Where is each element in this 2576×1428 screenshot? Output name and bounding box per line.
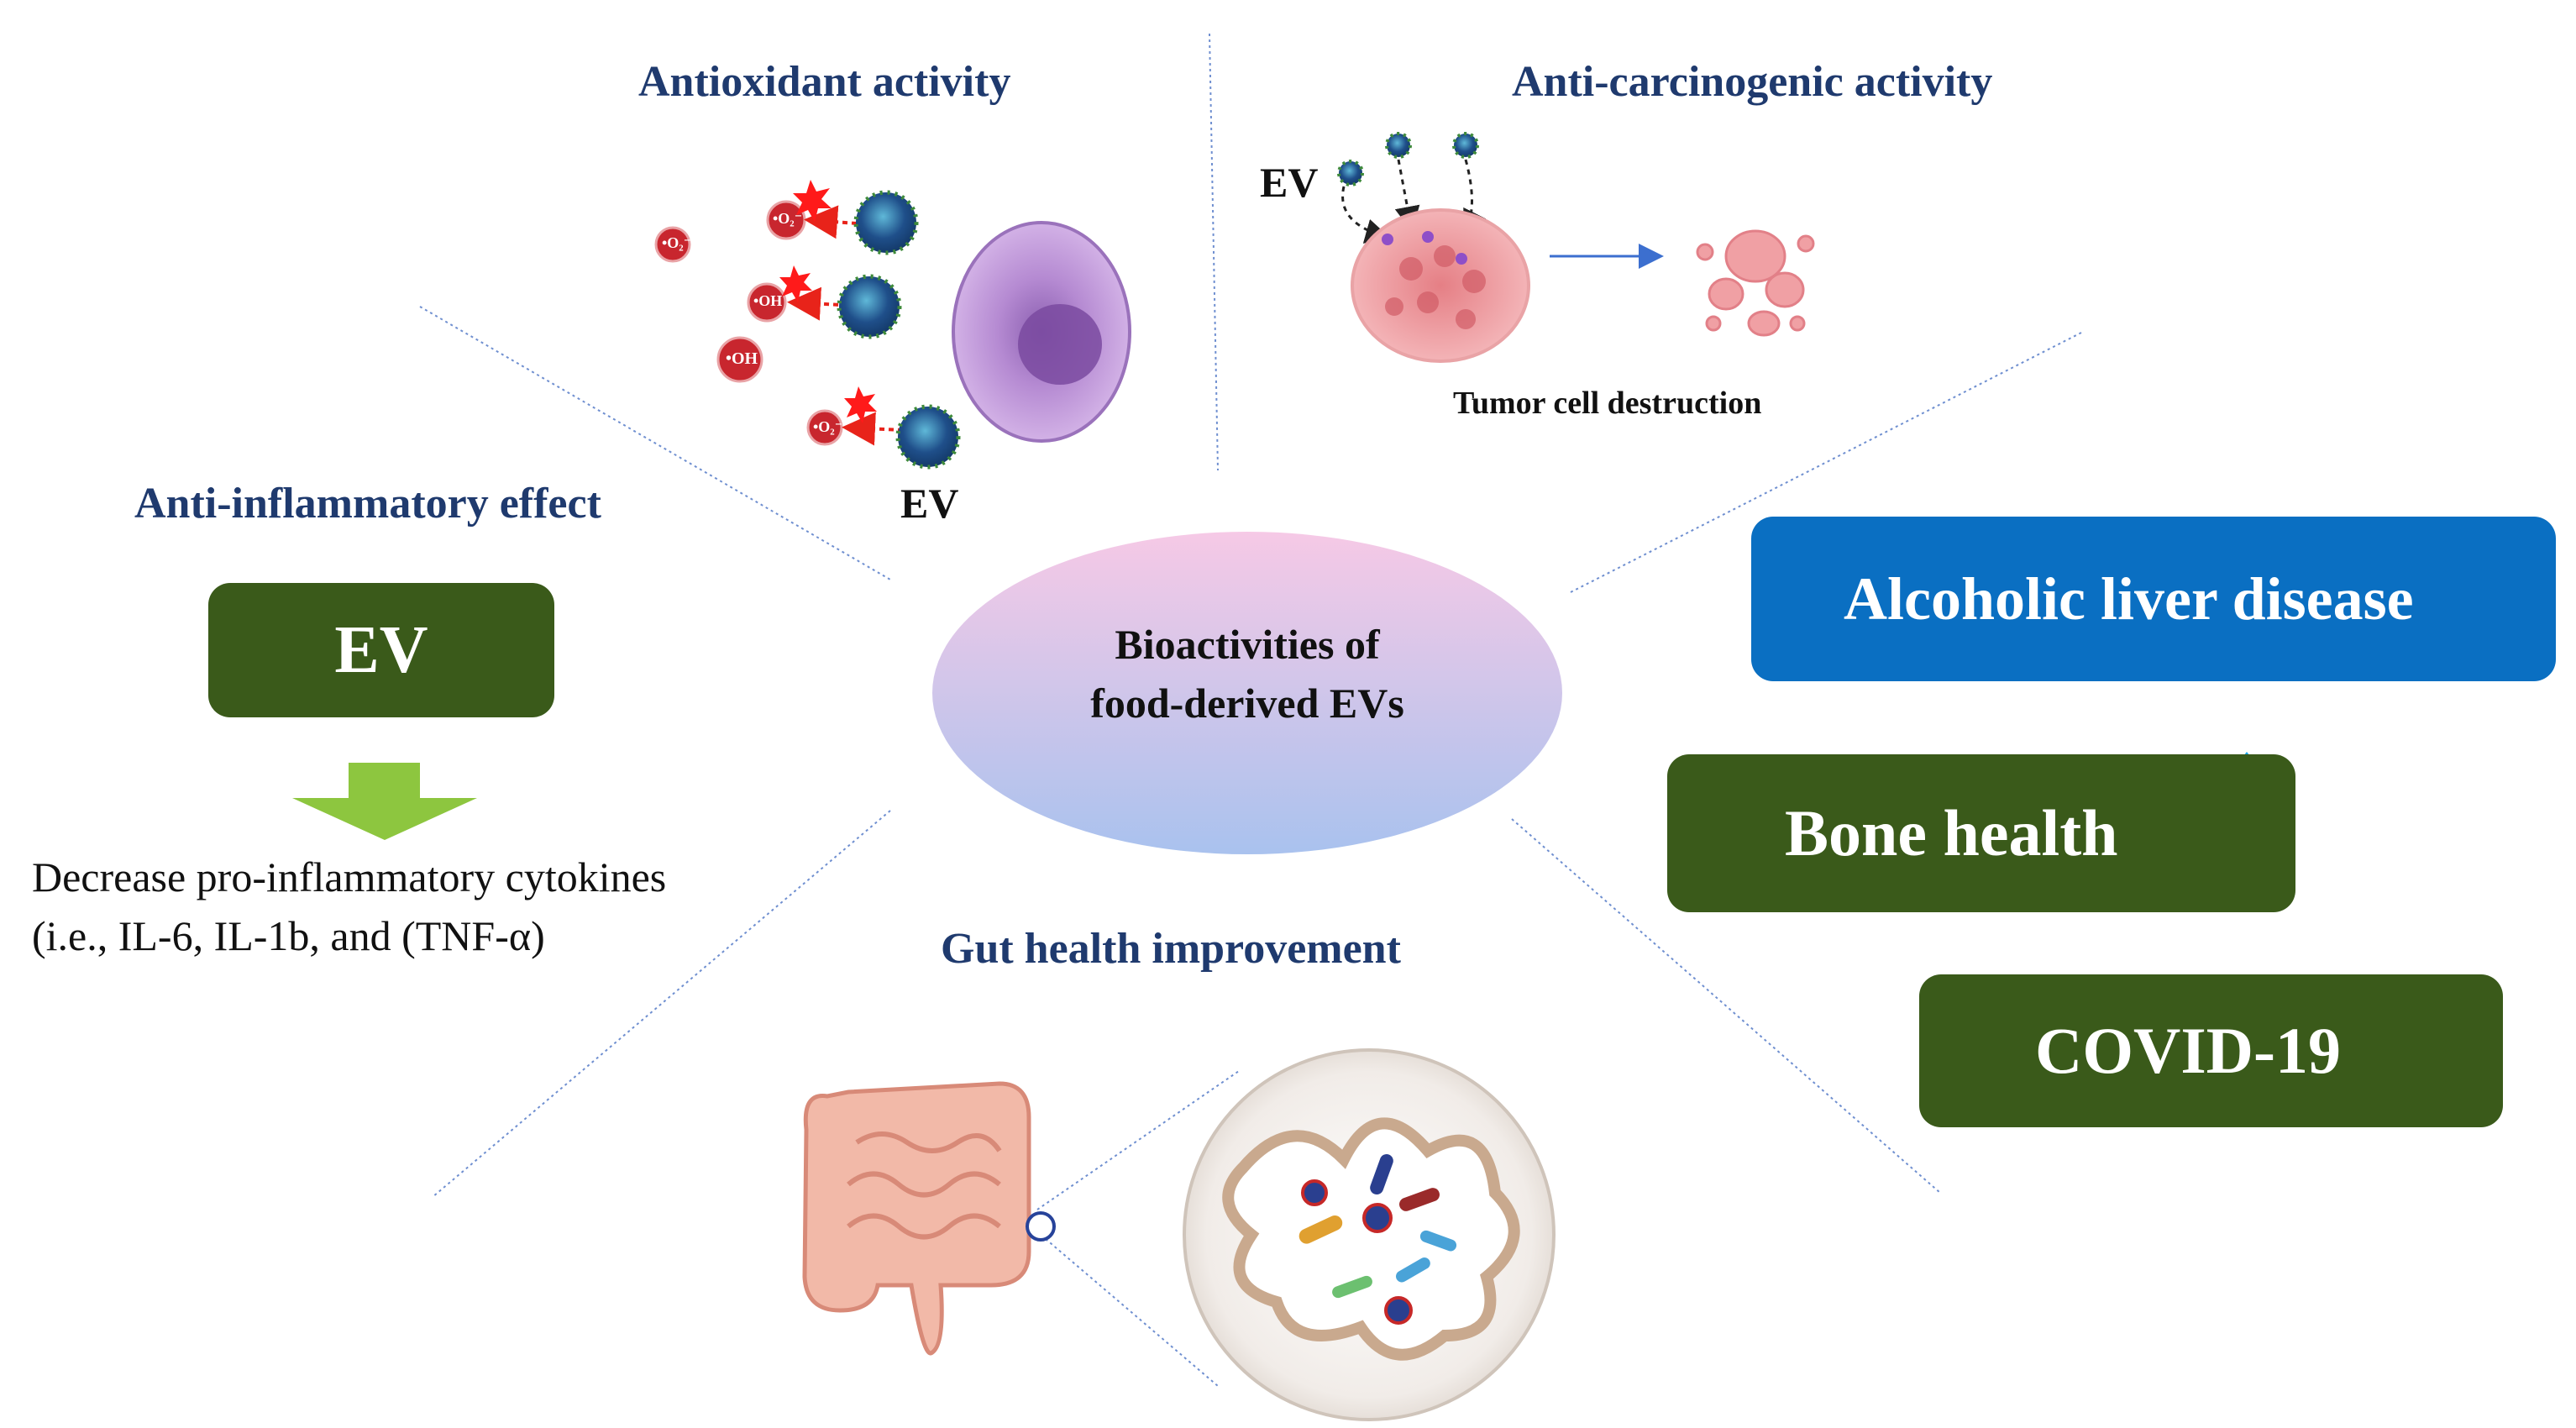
- anticarcinogenic-ev-label: EV: [1260, 159, 1319, 206]
- bone-health-box: Bone health: [1667, 754, 2295, 912]
- radial-separators: [419, 33, 2084, 1198]
- antiinflammatory-title: Anti-inflammatory effect: [134, 480, 601, 528]
- antioxidant-ev-label: EV: [900, 480, 959, 527]
- gut-health-title: Gut health improvement: [941, 925, 1401, 973]
- radical-label: •O₂⁻: [813, 418, 843, 435]
- bone-health-label: Bone health: [1785, 796, 2118, 869]
- radical-label: •O₂⁻: [773, 210, 803, 227]
- cytokine-text-line1: Decrease pro-inflammatory cytokines: [32, 853, 667, 900]
- radical-label: •OH: [726, 349, 758, 368]
- decrease-arrow-icon: [292, 763, 477, 840]
- antiinflammatory-ev-box: EV: [208, 583, 554, 717]
- covid-19-box: COVID-19: [1919, 974, 2503, 1127]
- radical-label: •OH: [753, 292, 783, 309]
- radical-label: •O₂⁻: [662, 234, 692, 251]
- antiinflammatory-ev-label: EV: [334, 612, 428, 687]
- tumor-destruction-caption: Tumor cell destruction: [1453, 386, 1762, 421]
- alcoholic-liver-disease-label: Alcoholic liver disease: [1844, 564, 2414, 633]
- alcoholic-liver-disease-box: Alcoholic liver disease: [1751, 517, 2556, 681]
- anticarcinogenic-illustration: [1337, 132, 1815, 363]
- anticarcinogenic-title: Anti-carcinogenic activity: [1512, 58, 1993, 106]
- antioxidant-title: Antioxidant activity: [638, 58, 1011, 106]
- center-title-line1: Bioactivities of: [1115, 621, 1380, 668]
- cytokine-text-line2: (i.e., IL-6, IL-1b, and (TNF-α): [32, 912, 545, 959]
- center-ellipse: [932, 532, 1562, 854]
- antioxidant-illustration: [654, 180, 1131, 470]
- covid-19-label: COVID-19: [2035, 1014, 2341, 1087]
- gut-illustration: [802, 1048, 1556, 1421]
- center-title-line2: food-derived EVs: [1090, 680, 1404, 727]
